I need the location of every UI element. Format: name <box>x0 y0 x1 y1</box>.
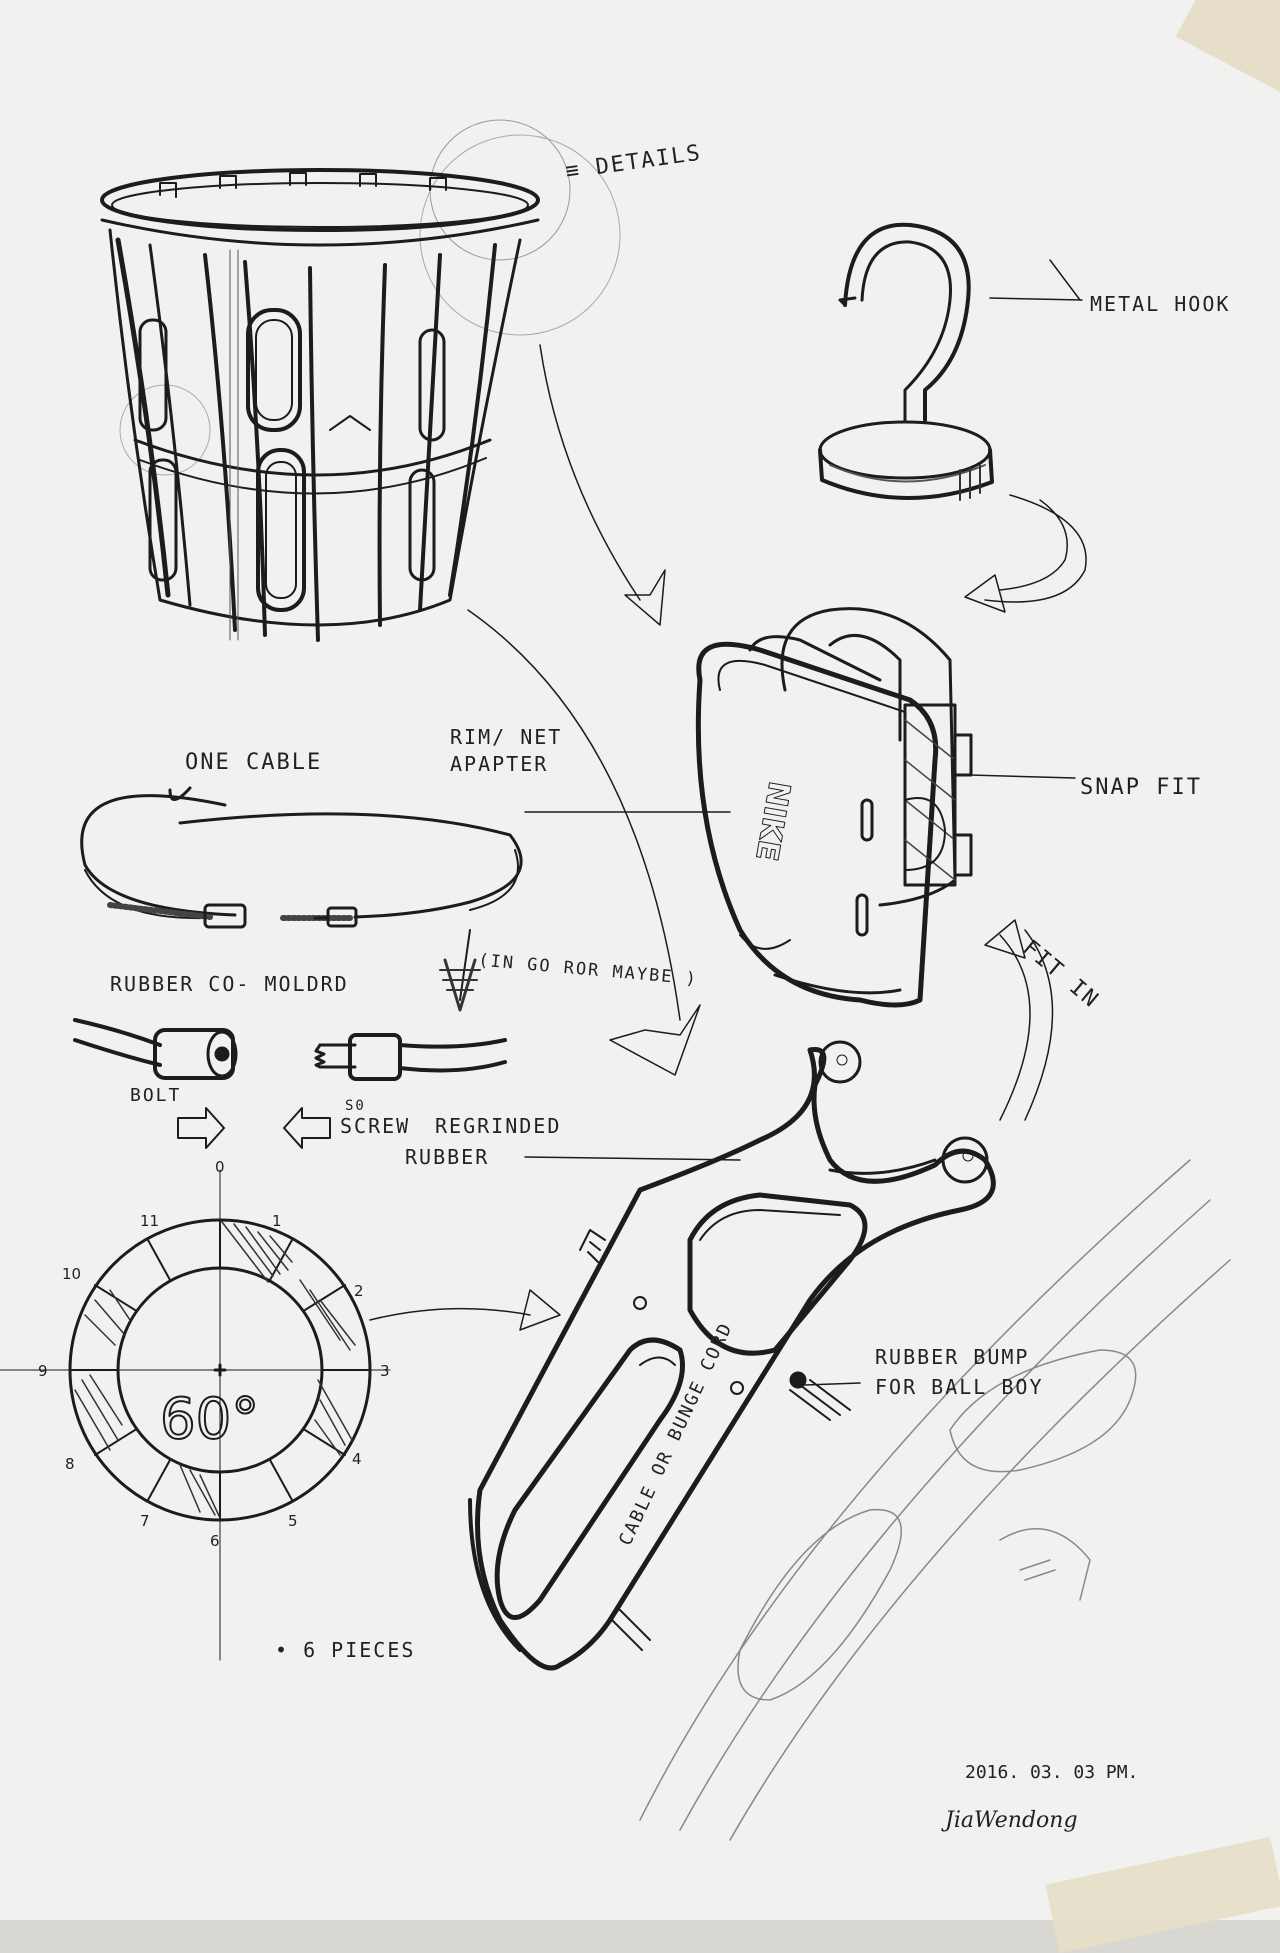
rim-net-adapter-sketch: NIKE <box>695 607 973 1008</box>
ring-number-8: 8 <box>65 1455 75 1473</box>
regrinded-label-line2: RUBBER <box>405 1145 490 1169</box>
bolt-label: BOLT <box>130 1085 182 1106</box>
ring-number-2: 2 <box>354 1282 364 1300</box>
ring-number-6: 6 <box>210 1532 220 1550</box>
rubber-bump-label-line1: RUBBER BUMP <box>875 1345 1030 1369</box>
ring-number-5: 5 <box>288 1512 298 1530</box>
cable-sketch <box>80 786 523 1012</box>
artist-signature: JiaWendong <box>945 1808 1078 1833</box>
six-pieces-label: • 6 PIECES <box>275 1638 416 1662</box>
segment-ring-diagram: 60° <box>0 1169 391 1661</box>
rubber-comolded-label: RUBBER CO- MOLDRD <box>110 972 349 996</box>
date-label: 2016. 03. 03 PM. <box>965 1762 1139 1783</box>
ring-number-0: 0 <box>215 1158 225 1176</box>
basket-sketch <box>100 119 621 642</box>
metal-hook-sketch <box>818 222 994 501</box>
metal-hook-label: METAL HOOK <box>1090 292 1231 316</box>
ring-number-9: 9 <box>38 1362 48 1380</box>
rim-net-label-line2: APAPTER <box>450 752 549 776</box>
screw-label-line2: SCREW <box>340 1114 411 1138</box>
bolt-screw-sketch <box>73 1018 507 1081</box>
ring-number-11: 11 <box>140 1212 160 1230</box>
snap-fit-label: SNAP FIT <box>1080 775 1202 800</box>
ring-number-4: 4 <box>352 1450 362 1468</box>
ring-number-3: 3 <box>380 1362 390 1380</box>
screw-label-line1: S0 <box>345 1098 366 1114</box>
ring-number-1: 1 <box>272 1212 282 1230</box>
regrinded-label-line1: REGRINDED <box>435 1114 562 1138</box>
one-cable-label: ONE CABLE <box>185 750 323 775</box>
rim-net-label-line1: RIM/ NET <box>450 725 563 749</box>
ball-holder-clip-sketch <box>468 1040 996 1671</box>
brand-logo-text: NIKE <box>748 779 796 864</box>
ring-number-7: 7 <box>140 1512 150 1530</box>
angle-label: 60° <box>160 1387 259 1452</box>
ring-number-10: 10 <box>62 1265 82 1283</box>
rubber-bump-label-line2: FOR BALL BOY <box>875 1375 1044 1399</box>
